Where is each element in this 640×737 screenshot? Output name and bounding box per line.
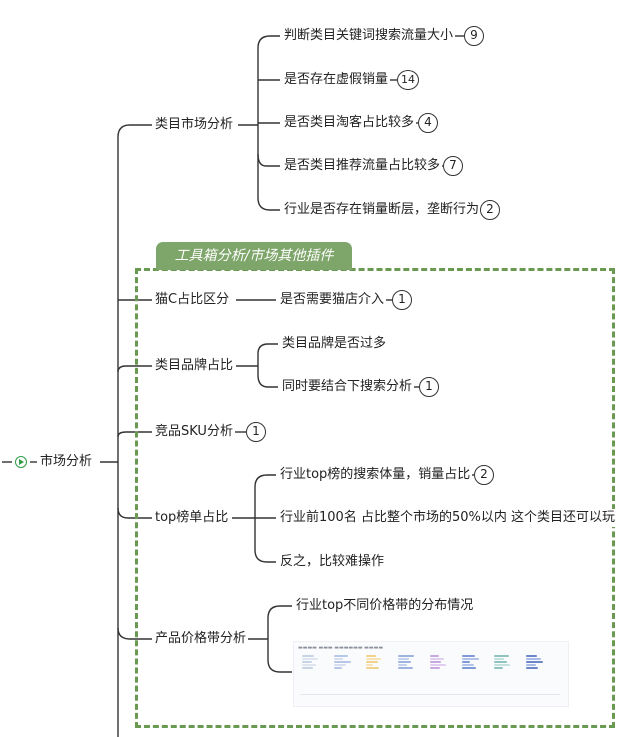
node-price-distribution[interactable]: 行业top不同价格带的分布情况 bbox=[294, 597, 476, 615]
plugin-section-banner: 工具箱分析/市场其他插件 bbox=[156, 242, 352, 270]
thumb-column bbox=[430, 655, 450, 691]
price-band-screenshot-image[interactable]: ▬▬▬▬ ▬▬▬ ▬▬▬▬▬▬ ▬▬▬▬ bbox=[293, 641, 569, 707]
thumb-header: ▬▬▬▬ ▬▬▬ ▬▬▬▬▬▬ ▬▬▬▬ bbox=[298, 645, 384, 651]
thumb-column bbox=[398, 655, 418, 691]
count-badge[interactable]: 1 bbox=[392, 290, 412, 310]
thumb-column bbox=[462, 655, 482, 691]
node-top100-share[interactable]: 行业前100名 占比整个市场的50%以内 这个类目还可以玩 bbox=[278, 509, 617, 527]
thumb-column bbox=[302, 655, 322, 691]
node-price-band[interactable]: 产品价格带分析 bbox=[153, 630, 249, 648]
node-affiliate-ratio[interactable]: 是否类目淘客占比较多 bbox=[282, 114, 417, 132]
node-search-traffic[interactable]: 判断类目关键词搜索流量大小 bbox=[282, 27, 456, 45]
plugin-region-border bbox=[135, 268, 615, 728]
count-badge[interactable]: 2 bbox=[480, 200, 500, 220]
node-sales-gap[interactable]: 行业是否存在销量断层，垄断行为 bbox=[282, 201, 482, 219]
node-competitor-sku[interactable]: 竞品SKU分析 bbox=[153, 423, 235, 441]
thumb-column bbox=[334, 655, 354, 691]
thumb-footer-row bbox=[300, 694, 560, 703]
node-top-list[interactable]: top榜单占比 bbox=[153, 509, 231, 527]
count-badge[interactable]: 7 bbox=[443, 156, 463, 176]
node-too-many-brands[interactable]: 类目品牌是否过多 bbox=[280, 335, 389, 353]
node-top-search-volume[interactable]: 行业top榜的搜索体量，销量占比 bbox=[278, 466, 473, 484]
node-otherwise-hard[interactable]: 反之，比较难操作 bbox=[278, 553, 387, 571]
count-badge[interactable]: 14 bbox=[397, 70, 419, 90]
play-circle-icon[interactable] bbox=[15, 456, 27, 468]
thumb-column bbox=[494, 655, 514, 691]
node-combine-search[interactable]: 同时要结合下搜索分析 bbox=[280, 378, 415, 396]
count-badge[interactable]: 1 bbox=[246, 422, 266, 442]
node-category-market[interactable]: 类目市场分析 bbox=[153, 116, 236, 134]
count-badge[interactable]: 4 bbox=[418, 113, 438, 133]
node-recommend-traffic[interactable]: 是否类目推荐流量占比较多 bbox=[282, 157, 443, 175]
node-brand-ratio[interactable]: 类目品牌占比 bbox=[153, 357, 236, 375]
count-badge[interactable]: 1 bbox=[419, 377, 439, 397]
root-node[interactable]: 市场分析 bbox=[38, 453, 95, 471]
node-tmall-ratio[interactable]: 猫C占比区分 bbox=[153, 291, 232, 309]
count-badge[interactable]: 2 bbox=[474, 465, 494, 485]
count-badge[interactable]: 9 bbox=[464, 26, 484, 46]
node-need-tmall[interactable]: 是否需要猫店介入 bbox=[278, 291, 387, 309]
thumb-column bbox=[366, 655, 386, 691]
thumb-column bbox=[526, 655, 546, 691]
node-fake-sales[interactable]: 是否存在虚假销量 bbox=[282, 71, 391, 89]
